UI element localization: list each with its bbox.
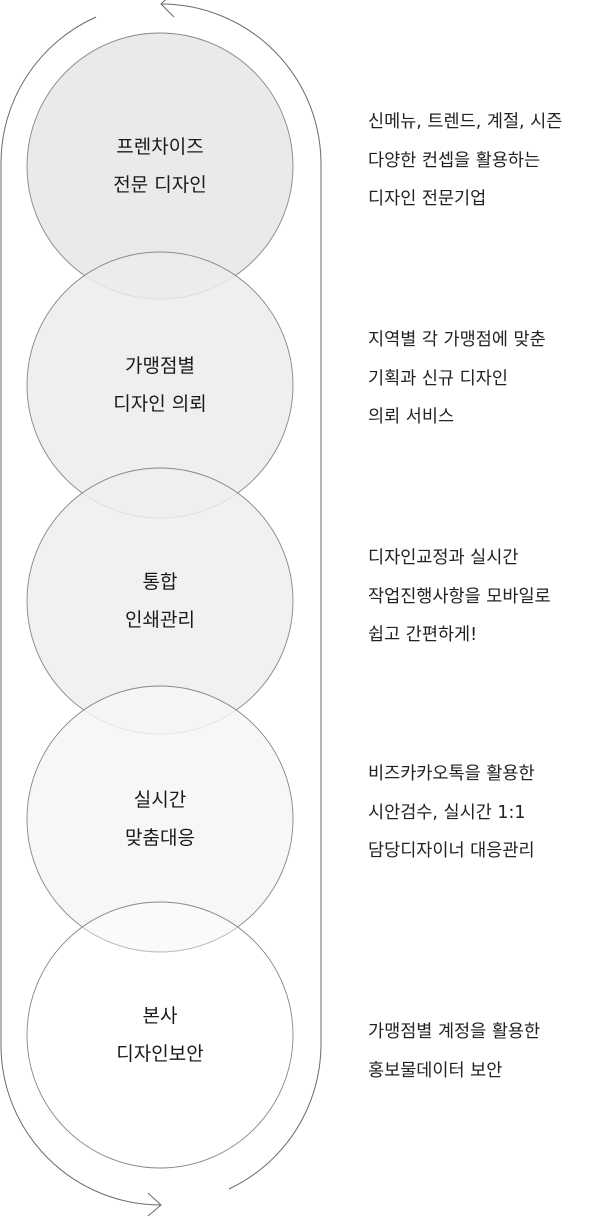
step-description-line: 디자인교정과 실시간 bbox=[368, 548, 519, 568]
step-title-line: 디자인보안 bbox=[116, 1043, 204, 1065]
step-description-line: 다양한 컨셉을 활용하는 bbox=[368, 150, 541, 171]
step-title-line: 프렌차이즈 bbox=[116, 136, 204, 158]
step-description-line: 작업진행사항을 모바일로 bbox=[368, 586, 551, 607]
step-title-line: 실시간 bbox=[133, 789, 187, 811]
arrow-head-top-icon bbox=[160, 0, 175, 18]
step-title-line: 통합 bbox=[142, 571, 178, 593]
step-title-line: 가맹점별 bbox=[125, 355, 195, 377]
arrow-head-bottom-icon bbox=[147, 1192, 162, 1217]
step-description-line: 디자인 전문기업 bbox=[368, 189, 487, 209]
step-description-line: 지역별 각 가맹점에 맞춘 bbox=[368, 330, 546, 350]
loop-arc-right bbox=[160, 3, 322, 1190]
step-circle bbox=[26, 901, 294, 1169]
step-description-line: 홍보물데이터 보안 bbox=[368, 1060, 503, 1081]
step-description-line: 의뢰 서비스 bbox=[368, 407, 455, 427]
step-description-line: 기획과 신규 디자인 bbox=[368, 368, 508, 389]
loop-arc-top-left bbox=[0, 16, 162, 1206]
step-title-line: 디자인 의뢰 bbox=[113, 393, 207, 415]
step-description-line: 비즈카카오톡을 활용한 bbox=[368, 764, 535, 784]
step-title-line: 맞춤대응 bbox=[125, 827, 195, 849]
step-circle bbox=[26, 685, 294, 953]
step-title-line: 본사 bbox=[142, 1005, 178, 1027]
step-title-line: 인쇄관리 bbox=[125, 609, 195, 631]
step-description-line: 신메뉴, 트렌드, 계절, 시즌 bbox=[368, 112, 563, 132]
step-description-line: 가맹점별 계정을 활용한 bbox=[368, 1022, 541, 1042]
step-description-line: 시안검수, 실시간 1:1 bbox=[368, 802, 526, 823]
step-description-line: 쉽고 간편하게! bbox=[368, 625, 478, 645]
step-title-line: 전문 디자인 bbox=[113, 174, 207, 196]
step-description-line: 담당디자이너 대응관리 bbox=[368, 841, 535, 861]
